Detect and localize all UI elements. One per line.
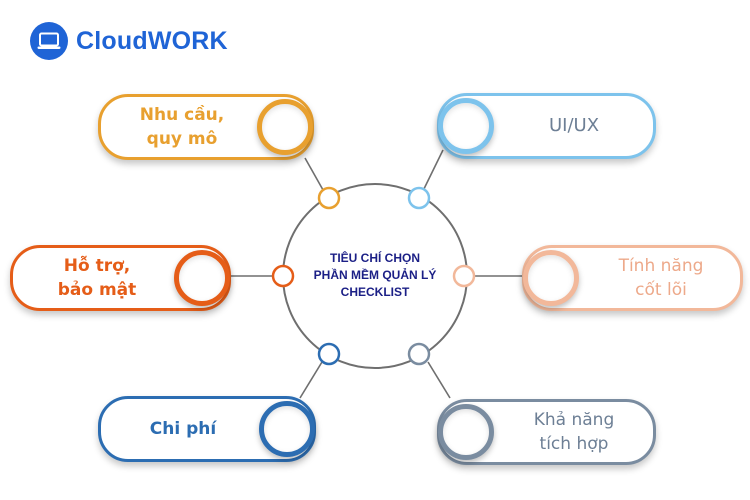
node-chi-phi bbox=[317, 342, 341, 366]
node-tinh-nang bbox=[452, 264, 476, 288]
center-title: TIÊU CHÍ CHỌN PHẦN MỀM QUẢN LÝ CHECKLIST bbox=[290, 250, 460, 301]
node-ho-tro bbox=[271, 264, 295, 288]
knob-circle bbox=[438, 98, 494, 154]
criterion-ui-ux: UI/UX bbox=[437, 93, 656, 159]
brand-name: CloudWORK bbox=[76, 26, 228, 55]
knob-circle bbox=[438, 404, 494, 460]
criterion-chi-phi: Chi phí bbox=[98, 396, 316, 462]
criterion-nhu-cau: Nhu cầu, quy mô bbox=[98, 94, 314, 160]
criterion-label: Khả năng tích hợp bbox=[533, 410, 615, 454]
laptop-icon bbox=[30, 22, 68, 60]
criterion-label: Chi phí bbox=[149, 419, 217, 439]
center-title-line: PHẦN MỀM QUẢN LÝ bbox=[313, 268, 437, 282]
criterion-label: Tính năng cốt lõi bbox=[618, 256, 704, 300]
node-ui-ux bbox=[407, 186, 431, 210]
criterion-ho-tro: Hỗ trợ, bảo mật bbox=[10, 245, 231, 311]
cloudwork-logo: CloudWORK bbox=[30, 22, 228, 60]
criterion-tinh-nang: Tính năng cốt lõi bbox=[522, 245, 743, 311]
center-title-line: TIÊU CHÍ CHỌN bbox=[330, 251, 420, 265]
knob-circle bbox=[257, 99, 313, 155]
knob-circle bbox=[174, 250, 230, 306]
knob-circle bbox=[523, 250, 579, 306]
criterion-label: UI/UX bbox=[548, 115, 600, 136]
center-title-line: CHECKLIST bbox=[340, 285, 410, 299]
criterion-kha-nang: Khả năng tích hợp bbox=[437, 399, 656, 465]
node-nhu-cau bbox=[317, 186, 341, 210]
criterion-label: Hỗ trợ, bảo mật bbox=[57, 256, 137, 300]
criterion-label: Nhu cầu, quy mô bbox=[139, 105, 225, 149]
node-kha-nang bbox=[407, 342, 431, 366]
knob-circle bbox=[259, 401, 315, 457]
